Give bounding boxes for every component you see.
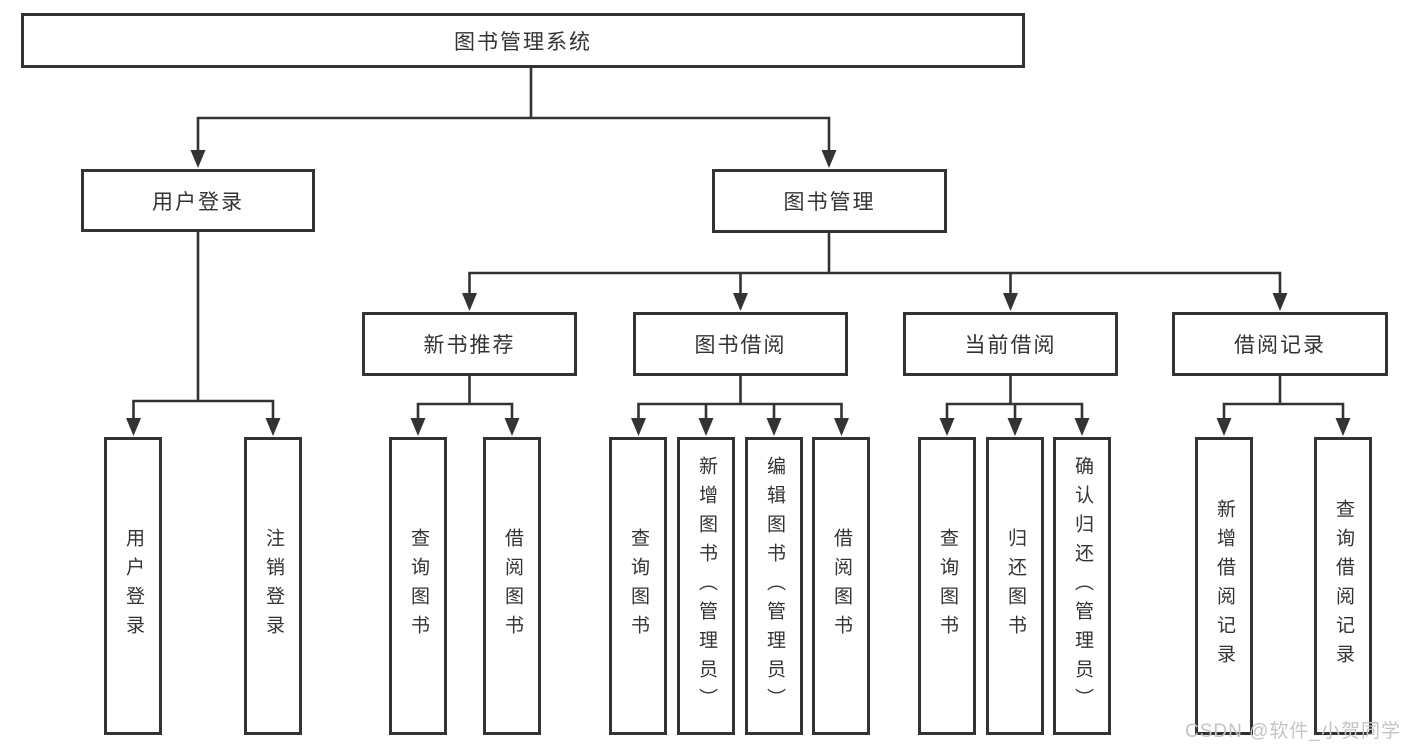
leaf-return-books: 归还图书 — [986, 437, 1044, 735]
leaf-add-borrow-record: 新增借阅记录 — [1195, 437, 1253, 735]
leaf-edit-books-admin: 编辑图书（管理员） — [745, 437, 803, 735]
leaf-query-borrow-record: 查询借阅记录 — [1314, 437, 1372, 735]
node-book-management: 图书管理 — [712, 169, 947, 233]
node-library-system: 图书管理系统 — [21, 13, 1025, 68]
leaf-query-books-recommend: 查询图书 — [389, 437, 447, 735]
leaf-borrow-books-recommend: 借阅图书 — [483, 437, 541, 735]
arrowheads — [126, 150, 1351, 436]
leaf-logout: 注销登录 — [244, 437, 302, 735]
node-current-borrowing: 当前借阅 — [903, 312, 1118, 376]
leaf-confirm-return-admin: 确认归还（管理员） — [1053, 437, 1111, 735]
node-new-book-recommendation: 新书推荐 — [362, 312, 577, 376]
leaf-add-books-admin: 新增图书（管理员） — [677, 437, 735, 735]
leaf-query-books-current: 查询图书 — [918, 437, 976, 735]
node-borrowing-records: 借阅记录 — [1172, 312, 1388, 376]
leaf-user-login: 用户登录 — [104, 437, 162, 735]
node-user-login: 用户登录 — [81, 169, 315, 232]
leaf-query-books-borrowing: 查询图书 — [609, 437, 667, 735]
leaf-borrow-books: 借阅图书 — [812, 437, 870, 735]
csdn-watermark: CSDN @软件_小贺同学 — [1185, 721, 1401, 742]
node-book-borrowing: 图书借阅 — [633, 312, 848, 376]
